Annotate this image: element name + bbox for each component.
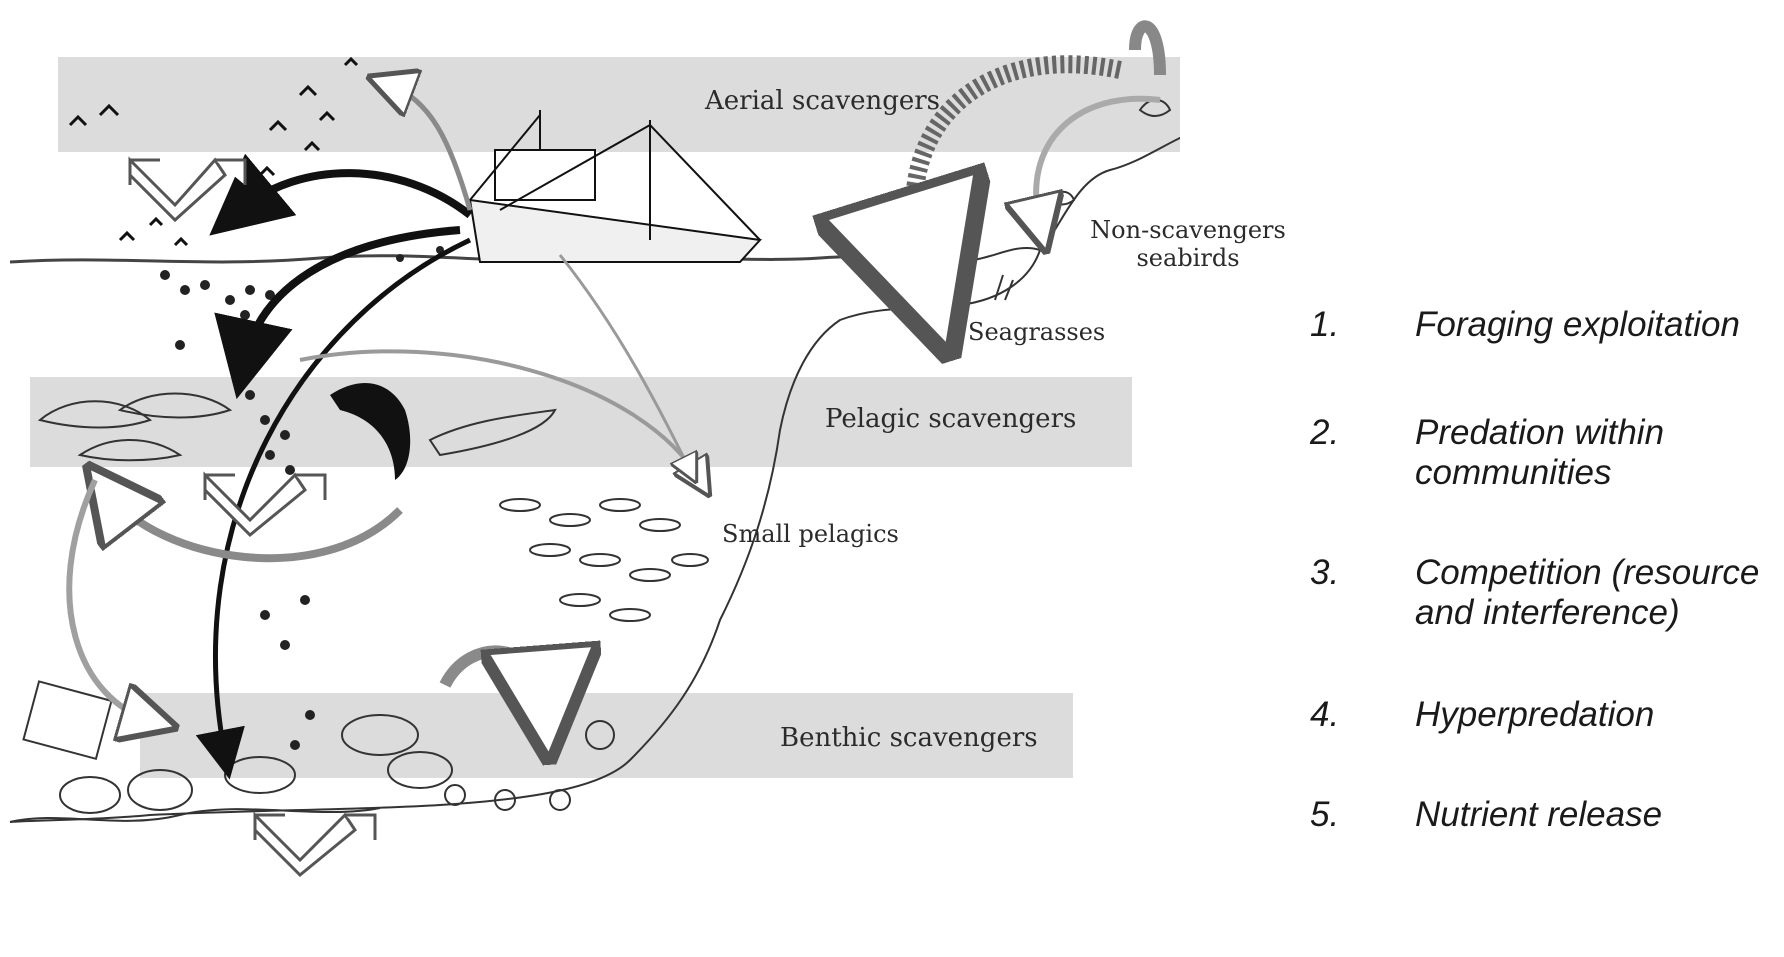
- benthic-scavengers-label: Benthic scavengers: [780, 723, 1038, 753]
- small-pelagics-label: Small pelagics: [722, 520, 899, 548]
- legend-text: Nutrient release: [1415, 795, 1784, 835]
- non-scavengers-label: Non-scavengers seabirds: [1078, 216, 1298, 272]
- black-arrow-boat-to-pelagic: [245, 230, 460, 360]
- non-scavengers-line1: Non-scavengers: [1078, 216, 1298, 244]
- seagrasses-label: Seagrasses: [968, 318, 1105, 346]
- legend-number: 4.: [1310, 695, 1339, 735]
- competition-arrows-pelagic: [205, 475, 325, 535]
- aerial-band: [58, 57, 1180, 152]
- aerial-scavengers-label: Aerial scavengers: [705, 86, 940, 116]
- legend-number: 1.: [1310, 305, 1339, 345]
- legend-text: Hyperpredation: [1415, 695, 1784, 735]
- discard-particles: [160, 246, 444, 750]
- legend-number: 5.: [1310, 795, 1339, 835]
- sea-surface: [10, 256, 945, 262]
- competition-arrows-benthic: [255, 815, 375, 875]
- legend-text: Predation within communities: [1415, 413, 1784, 493]
- legend-text: Competition (resource and interference): [1415, 553, 1784, 633]
- non-scavengers-line2: seabirds: [1078, 244, 1298, 272]
- competition-arrows-air: [130, 160, 245, 220]
- legend-number: 3.: [1310, 553, 1339, 593]
- scavenger-food-web-diagram: Aerial scavengers Pelagic scavengers Ben…: [0, 0, 1180, 952]
- legend-number: 2.: [1310, 413, 1339, 453]
- legend-text: Foraging exploitation: [1415, 305, 1784, 345]
- diagram-canvas: [0, 0, 1180, 952]
- black-arrow-to-benthic: [215, 240, 470, 755]
- black-arrow-boat-to-air: [240, 173, 470, 215]
- small-pelagics-school-icon: [500, 499, 708, 621]
- pelagic-scavengers-label: Pelagic scavengers: [825, 404, 1076, 434]
